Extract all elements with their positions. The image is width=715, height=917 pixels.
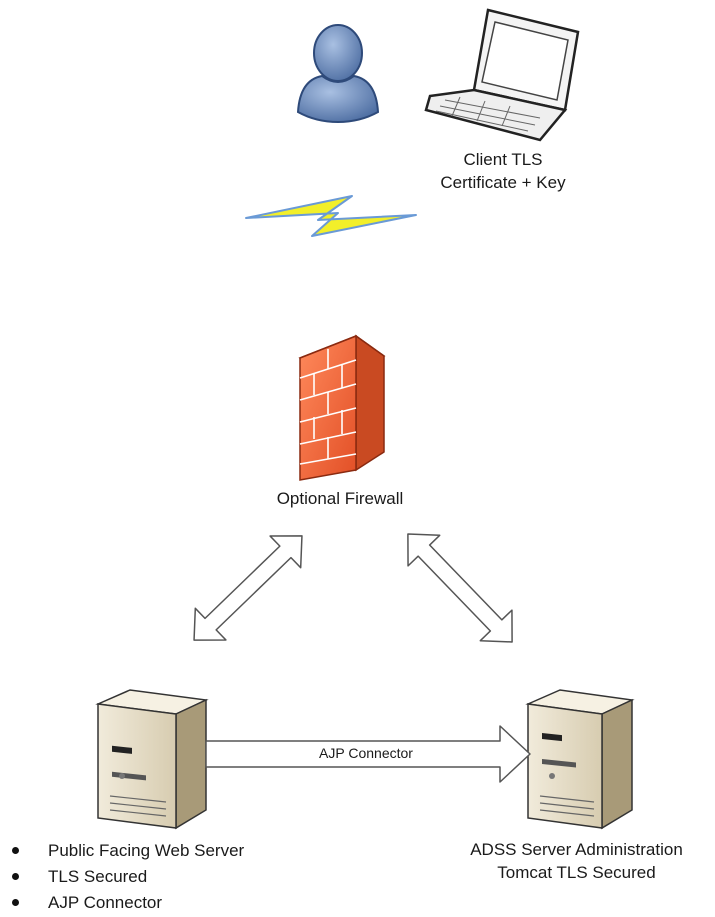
user-icon [296,24,380,124]
double-arrow-left [193,535,303,641]
ajp-connector-arrow [205,725,531,783]
list-item: AJP Connector [6,890,244,916]
server-icon [525,689,635,830]
client-label-line2: Certificate + Key [440,173,566,192]
adss-label-line1: ADSS Server Administration [470,840,683,859]
adss-label-line2: Tomcat TLS Secured [497,863,656,882]
list-item: TLS Secured [6,864,244,890]
client-tls-label: Client TLS Certificate + Key [418,148,588,194]
lightning-icon [245,195,417,237]
server-icon [95,689,209,830]
double-arrow-right [407,533,513,643]
client-label-line1: Client TLS [463,150,543,169]
adss-server-label: ADSS Server Administration Tomcat TLS Se… [438,838,715,884]
firewall-icon [298,334,386,481]
laptop-icon [424,8,580,142]
ajp-connector-label: AJP Connector [319,745,413,761]
list-item: Public Facing Web Server [6,838,244,864]
web-server-bullets: Public Facing Web Server TLS Secured AJP… [6,838,244,916]
firewall-label: Optional Firewall [276,489,404,508]
